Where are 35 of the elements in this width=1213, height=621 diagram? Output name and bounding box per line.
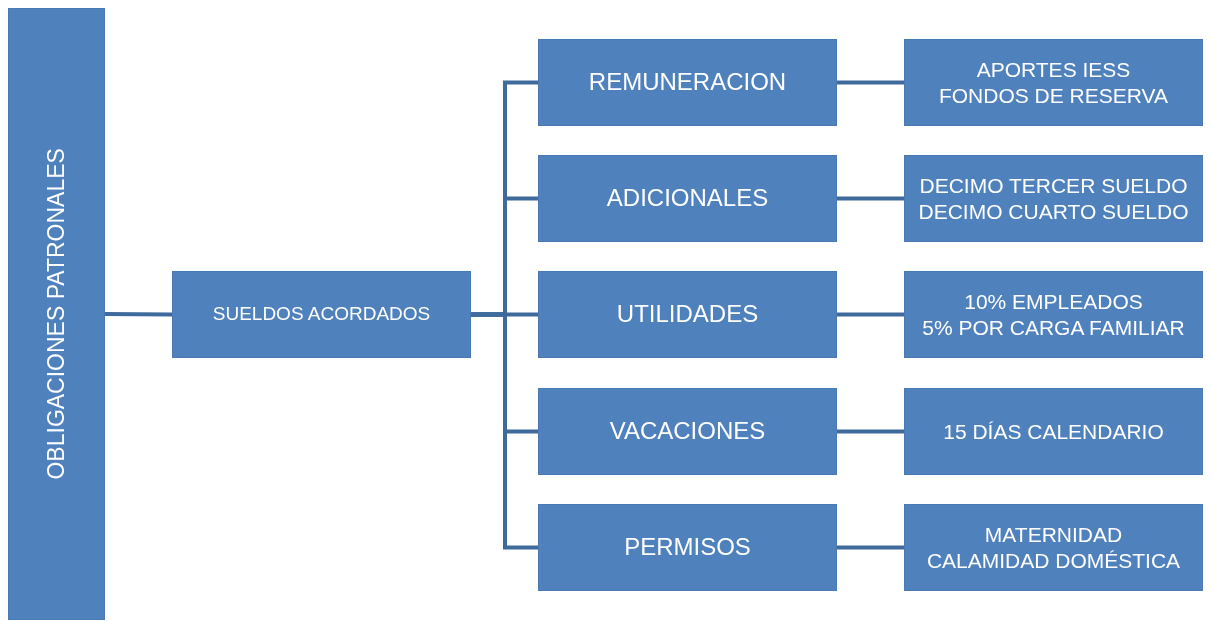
process-box [904, 39, 1203, 126]
connector-line [837, 80, 904, 85]
process-box [538, 388, 837, 475]
node-label: VACACIONES [609, 417, 766, 446]
process-box [172, 271, 471, 358]
node-label: FONDOS DE RESERVA [938, 82, 1169, 108]
node-label: OBLIGACIONES PATRONALES [42, 148, 70, 480]
process-box [904, 388, 1203, 475]
root-box [8, 8, 105, 620]
process-box [538, 155, 837, 242]
process-box [904, 271, 1203, 358]
node-label: DECIMO TERCER SUELDO [919, 173, 1188, 199]
node-label: ADICIONALES [606, 184, 769, 213]
connector-line [471, 312, 538, 550]
process-box [904, 155, 1203, 242]
node-label: PERMISOS [624, 533, 751, 562]
process-box [538, 39, 837, 126]
process-box [904, 504, 1203, 591]
node-label: MATERNIDAD [984, 522, 1123, 548]
connector-line [837, 196, 904, 201]
connector-line [105, 312, 172, 317]
node-label: 5% POR CARGA FAMILIAR [922, 314, 1185, 340]
process-box [538, 271, 837, 358]
connector-line [837, 312, 904, 317]
connector-line [837, 545, 904, 550]
node-label: DECIMO CUARTO SUELDO [918, 198, 1189, 224]
connector-line [837, 429, 904, 434]
process-box [538, 504, 837, 591]
node-label: UTILIDADES [616, 300, 759, 329]
node-label: 10% EMPLEADOS [964, 289, 1143, 315]
node-label: CALAMIDAD DOMÉSTICA [926, 547, 1181, 573]
node-label: REMUNERACION [588, 68, 787, 97]
node-label: SUELDOS ACORDADOS [212, 303, 431, 326]
node-label: 15 DÍAS CALENDARIO [943, 418, 1164, 445]
node-label: APORTES IESS [976, 57, 1131, 83]
